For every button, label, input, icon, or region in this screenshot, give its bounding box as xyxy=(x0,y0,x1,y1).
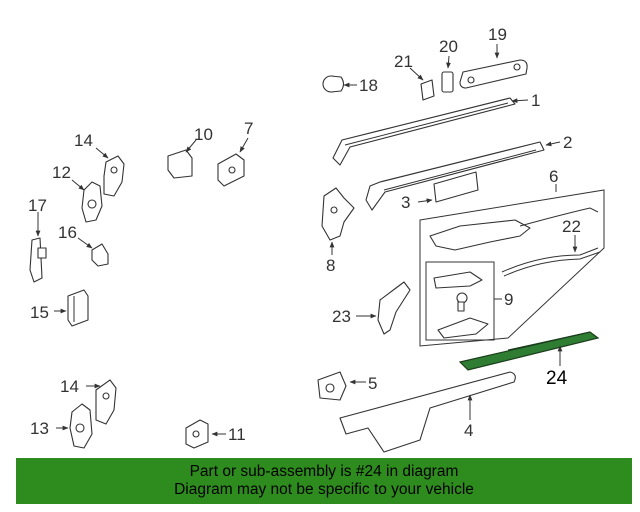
callout-14-lower: 14 xyxy=(60,377,79,396)
part-11-block: 11 xyxy=(185,419,246,449)
part-16-bracket: 16 xyxy=(58,223,109,267)
callout-4: 4 xyxy=(464,421,473,440)
callout-2: 2 xyxy=(563,133,572,152)
part-8-hinge: 8 xyxy=(321,187,355,275)
callout-7: 7 xyxy=(244,119,253,138)
banner-background xyxy=(16,458,632,504)
callout-16: 16 xyxy=(58,223,77,242)
callout-9: 9 xyxy=(504,290,513,309)
callout-20: 20 xyxy=(439,37,458,56)
callout-1: 1 xyxy=(531,91,540,110)
callout-12: 12 xyxy=(52,163,71,182)
callout-24: 24 xyxy=(546,368,568,389)
callout-8: 8 xyxy=(326,256,335,275)
part-3-bracket: 3 xyxy=(401,171,479,212)
part-2-lower-rail: 2 xyxy=(365,133,572,211)
callout-6: 6 xyxy=(549,167,558,186)
part-12-hinge-plate: 12 xyxy=(52,163,103,223)
part-1-upper-rail: 1 xyxy=(332,91,540,166)
callout-22: 22 xyxy=(562,217,581,236)
part-17-rod: 17 xyxy=(28,196,47,283)
callout-18: 18 xyxy=(359,76,378,95)
callout-14-upper: 14 xyxy=(74,131,93,150)
callout-23: 23 xyxy=(332,307,351,326)
part-13-hinge-plate: 13 xyxy=(30,403,93,449)
part-23-bracket: 23 xyxy=(332,281,411,335)
part-7-latch: 7 xyxy=(217,119,253,187)
callout-10: 10 xyxy=(194,125,213,144)
part-4-step-plate: 4 xyxy=(339,371,516,453)
part-14-lower-hinge: 14 xyxy=(60,377,117,425)
callout-17: 17 xyxy=(28,196,47,215)
part-14-upper-hinge: 14 xyxy=(74,131,125,197)
part-20-clip: 20 xyxy=(439,37,458,93)
callout-3: 3 xyxy=(401,193,410,212)
part-18-bumper: 18 xyxy=(322,75,378,95)
info-banner: Part or sub-assembly is #24 in diagram D… xyxy=(16,458,632,504)
banner-line-1: Part or sub-assembly is #24 in diagram xyxy=(189,463,459,480)
banner-line-2: Diagram may not be specific to your vehi… xyxy=(174,481,474,498)
callout-19: 19 xyxy=(488,25,507,44)
part-6-assembly-box: 6 xyxy=(419,167,605,347)
part-15-block: 15 xyxy=(30,289,89,327)
part-5-striker: 5 xyxy=(317,371,377,401)
part-24-highlighted-rail: 24 xyxy=(458,331,600,389)
callout-15: 15 xyxy=(30,303,49,322)
callout-11: 11 xyxy=(228,425,246,444)
callout-13: 13 xyxy=(30,419,49,438)
part-10-bumper: 10 xyxy=(167,125,213,179)
part-19-plate: 19 xyxy=(459,25,528,89)
part-22-cable: 22 xyxy=(501,217,601,277)
part-9-subassembly-box: 9 xyxy=(425,261,513,341)
callout-5: 5 xyxy=(368,374,377,393)
callout-21: 21 xyxy=(394,52,413,71)
part-21-bracket: 21 xyxy=(394,52,435,101)
